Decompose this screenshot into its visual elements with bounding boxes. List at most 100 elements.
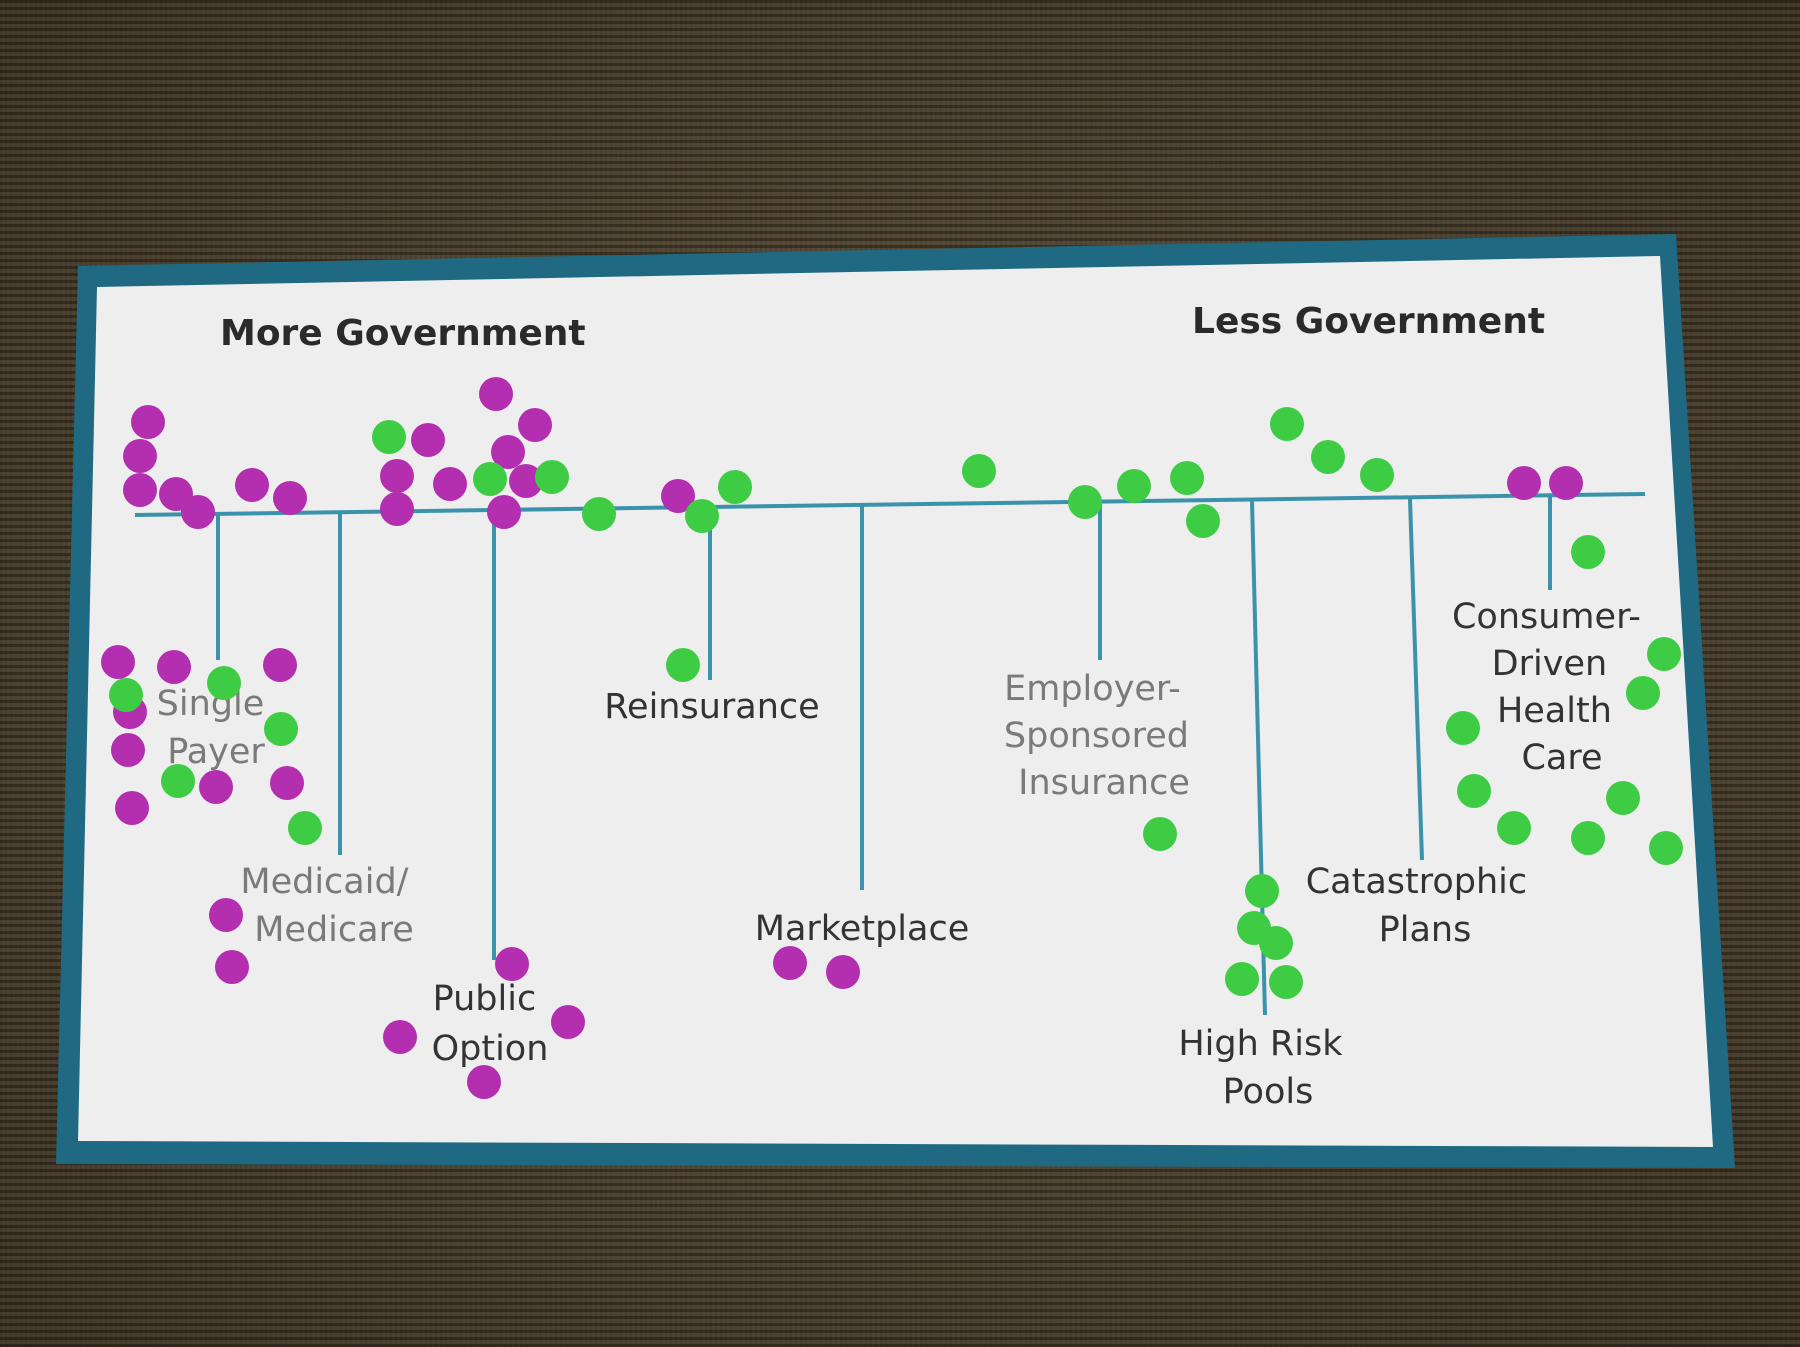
green-sticker: [1259, 926, 1293, 960]
green-sticker: [1225, 962, 1259, 996]
label-line: Consumer-: [1452, 597, 1641, 637]
magenta-sticker: [411, 423, 445, 457]
magenta-sticker: [518, 408, 552, 442]
heading-more-government: More Government: [220, 313, 586, 354]
magenta-sticker: [123, 473, 157, 507]
option-stems: [216, 497, 1552, 1016]
label-high-risk-pools: High Risk Pools: [1178, 1024, 1353, 1112]
green-sticker: [372, 420, 406, 454]
option-labels: Single Payer Medicaid/ Medicare Public O…: [157, 597, 1652, 1112]
label-public-option: Public Option: [432, 979, 549, 1069]
green-sticker: [1626, 676, 1660, 710]
label-line: Medicare: [254, 910, 414, 950]
stem-catastrophic-plans: [1408, 498, 1424, 861]
heading-less-government: Less Government: [1192, 301, 1545, 342]
label-catastrophic-plans: Catastrophic Plans: [1306, 862, 1539, 950]
green-sticker: [1606, 781, 1640, 815]
magenta-sticker: [383, 1020, 417, 1054]
magenta-sticker: [181, 495, 215, 529]
green-sticker: [962, 454, 996, 488]
magenta-sticker: [235, 468, 269, 502]
label-line: Driven: [1492, 644, 1608, 684]
magenta-sticker: [467, 1065, 501, 1099]
magenta-sticker: [270, 766, 304, 800]
magenta-sticker: [263, 648, 297, 682]
label-line: Pools: [1223, 1072, 1314, 1112]
green-sticker: [1311, 440, 1345, 474]
green-sticker: [1446, 711, 1480, 745]
label-line: Public: [433, 979, 537, 1019]
label-line: Marketplace: [755, 909, 969, 949]
magenta-sticker: [115, 791, 149, 825]
label-line: High Risk: [1178, 1024, 1343, 1064]
magenta-sticker: [479, 377, 513, 411]
label-line: Employer-: [1004, 669, 1181, 709]
magenta-stickers: [101, 377, 1583, 1099]
green-sticker: [685, 499, 719, 533]
green-sticker: [207, 666, 241, 700]
label-line: Plans: [1379, 910, 1472, 950]
green-sticker: [1647, 637, 1681, 671]
label-line: Option: [432, 1029, 549, 1069]
magenta-sticker: [495, 947, 529, 981]
magenta-sticker: [509, 464, 543, 498]
label-line: Insurance: [1018, 763, 1190, 803]
poster-paper: [78, 256, 1713, 1147]
magenta-sticker: [380, 459, 414, 493]
green-sticker: [473, 462, 507, 496]
magenta-sticker: [111, 733, 145, 767]
green-sticker: [1497, 811, 1531, 845]
label-marketplace: Marketplace: [755, 909, 969, 949]
label-consumer-driven-health-care: Consumer- Driven Health Care: [1452, 597, 1652, 778]
magenta-sticker: [551, 1005, 585, 1039]
green-sticker: [1571, 821, 1605, 855]
green-sticker: [1571, 535, 1605, 569]
green-sticker: [1143, 817, 1177, 851]
green-sticker: [1186, 504, 1220, 538]
magenta-sticker: [487, 495, 521, 529]
label-line: Health: [1497, 691, 1612, 731]
green-sticker: [288, 811, 322, 845]
magenta-sticker: [433, 467, 467, 501]
label-line: Care: [1521, 738, 1602, 778]
magenta-sticker: [1507, 466, 1541, 500]
magenta-sticker: [131, 405, 165, 439]
green-sticker: [1649, 831, 1683, 865]
magenta-sticker: [380, 492, 414, 526]
label-line: Reinsurance: [604, 687, 819, 727]
green-sticker: [1270, 407, 1304, 441]
magenta-sticker: [123, 439, 157, 473]
label-line: Medicaid/: [240, 862, 408, 902]
green-sticker: [718, 470, 752, 504]
label-medicaid-medicare: Medicaid/ Medicare: [240, 862, 419, 950]
green-sticker: [1457, 774, 1491, 808]
magenta-sticker: [273, 481, 307, 515]
green-sticker: [1068, 485, 1102, 519]
green-sticker: [109, 678, 143, 712]
magenta-sticker: [773, 946, 807, 980]
magenta-sticker: [199, 770, 233, 804]
label-line: Sponsored: [1004, 716, 1189, 756]
green-sticker: [1360, 458, 1394, 492]
magenta-sticker: [209, 898, 243, 932]
green-sticker: [582, 497, 616, 531]
magenta-sticker: [215, 950, 249, 984]
magenta-sticker: [491, 435, 525, 469]
green-sticker: [264, 712, 298, 746]
magenta-sticker: [661, 479, 695, 513]
magenta-sticker: [101, 645, 135, 679]
magenta-sticker: [826, 955, 860, 989]
magenta-sticker: [157, 650, 191, 684]
magenta-sticker: [1549, 466, 1583, 500]
green-sticker: [1117, 469, 1151, 503]
green-stickers: [109, 407, 1683, 999]
label-line: Catastrophic: [1306, 862, 1527, 902]
green-sticker: [161, 764, 195, 798]
label-reinsurance: Reinsurance: [604, 687, 819, 727]
label-employer-sponsored: Employer- Sponsored Insurance: [1004, 669, 1200, 803]
green-sticker: [1269, 965, 1303, 999]
green-sticker: [535, 460, 569, 494]
green-sticker: [666, 648, 700, 682]
green-sticker: [1170, 461, 1204, 495]
